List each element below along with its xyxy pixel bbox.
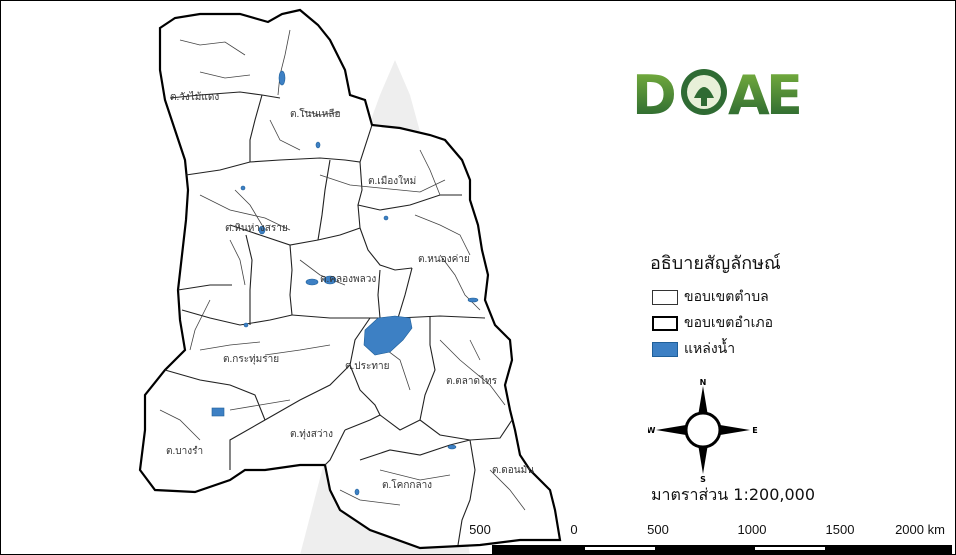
water-bodies <box>211 70 479 496</box>
subdistrict-label: ต.คลองพลวง <box>320 274 376 285</box>
scale-tick: 500 <box>470 522 491 537</box>
subdistrict-label: ต.โนนเหลือ <box>290 107 340 120</box>
compass-e: E <box>752 426 757 435</box>
rivers <box>159 29 526 511</box>
district-outline <box>138 8 562 550</box>
main-reservoir <box>363 315 413 356</box>
legend-label: ขอบเขตตำบล <box>684 289 769 305</box>
scale-tick: 1500 <box>826 522 855 537</box>
scale-tick: 1000 <box>738 522 767 537</box>
subdistrict-label: ต.โคกกลาง <box>382 478 432 491</box>
subdistrict-boundary-swatch <box>652 289 678 305</box>
scale-ratio: มาตราส่วน 1:200,000 <box>651 485 816 504</box>
subdistrict-label: ต.ประทาย <box>345 361 389 372</box>
logo-letter-a: A <box>728 64 770 122</box>
subdistrict-label: ต.ทุ่งสว่าง <box>290 429 333 440</box>
subdistrict-label: ต.เมืองใหม่ <box>368 175 416 187</box>
north-arrow-compass-icon: N S W E <box>648 378 758 482</box>
legend-title: อธิบายสัญลักษณ์ <box>650 253 781 274</box>
subdistrict-label: ต.กระทุ่มราย <box>223 354 279 365</box>
subdistrict-label: ต.ดอนมัน <box>492 465 534 476</box>
legend-item-subdistrict: ขอบเขตตำบล <box>652 287 769 307</box>
scale-bar: 500 0 500 1000 1500 2000 km <box>470 522 952 555</box>
compass-s: S <box>700 475 706 482</box>
subdistrict-label: ต.หินห่างสราย <box>225 223 288 234</box>
legend-item-water: แหล่งน้ำ <box>652 339 735 359</box>
compass-n: N <box>700 378 707 387</box>
legend-item-district: ขอบเขตอำเภอ <box>652 313 773 333</box>
subdistrict-boundaries <box>164 91 513 546</box>
doae-logo: D A E <box>632 64 803 122</box>
logo-emblem-icon <box>681 69 727 115</box>
logo-letter-d: D <box>632 64 677 122</box>
scale-tick: 500 <box>647 522 669 537</box>
subdistrict-label: ต.หนองค่าย <box>418 254 470 265</box>
scale-tick: 0 <box>570 522 577 537</box>
scale-tick: 2000 km <box>895 522 945 537</box>
legend-label: ขอบเขตอำเภอ <box>684 315 774 331</box>
subdistrict-label: ต.วังไม้แดง <box>170 91 219 103</box>
district-boundary-swatch <box>652 315 678 331</box>
subdistrict-label: ต.ตลาดไทร <box>446 375 498 387</box>
water-swatch <box>652 341 678 357</box>
legend-label: แหล่งน้ำ <box>684 341 736 357</box>
subdistrict-label: ต.บางรำ <box>166 446 203 457</box>
compass-w: W <box>648 426 656 435</box>
logo-letter-e: E <box>766 64 803 122</box>
